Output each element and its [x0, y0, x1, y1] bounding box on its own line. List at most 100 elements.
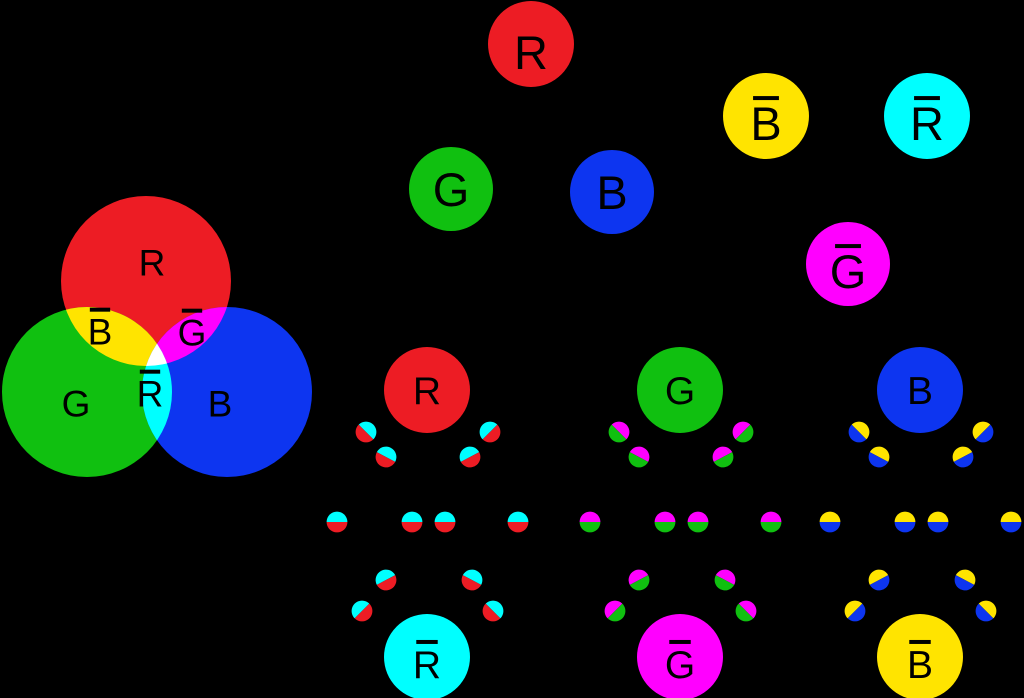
charge-anti-G: G [806, 222, 890, 306]
gluon-field-circle [604, 600, 626, 622]
venn-label-anti-B-overbar [89, 307, 111, 312]
field-color-half [848, 424, 867, 443]
field-anticolor-half [715, 569, 736, 585]
field-color-half [460, 452, 481, 468]
dipole-anticharge-circle [637, 614, 723, 698]
charge-label: G [433, 163, 470, 216]
venn-label-anti-R-overbar [139, 369, 161, 374]
dipole-anticharge-label: G [665, 644, 695, 687]
gluon-field-circle [482, 600, 504, 622]
gluon-field-circle [954, 569, 976, 591]
charge-R: R [488, 1, 574, 87]
field-color-half [482, 603, 501, 622]
field-color-half [714, 575, 735, 591]
field-color-half [326, 522, 348, 533]
field-color-half [628, 452, 649, 468]
field-color-half [375, 452, 396, 468]
charge-circle [723, 73, 809, 159]
gluon-field-circle [927, 511, 949, 533]
gluon-field-circle [894, 511, 916, 533]
field-color-half [608, 424, 627, 443]
field-color-half [894, 522, 916, 533]
field-color-half [461, 575, 482, 591]
gluon-field-circle [972, 421, 994, 443]
venn-overlap-RB [142, 307, 231, 366]
field-anticolor-half [401, 511, 423, 522]
charge-label: B [750, 97, 781, 150]
charge-label: R [910, 97, 944, 150]
gluon-field-circle [735, 600, 757, 622]
field-color-half [735, 603, 754, 622]
venn-label-anti-G: G [178, 312, 207, 353]
dipole-charge-label: R [413, 370, 441, 413]
venn-label-B: B [208, 383, 233, 424]
dipole-charge-circle [637, 347, 723, 433]
field-anticolor-half [738, 600, 757, 619]
field-color-half [654, 522, 676, 533]
venn-label-anti-R: R [137, 373, 164, 414]
gluon-field-circle [732, 421, 754, 443]
charge-label: B [596, 166, 627, 219]
venn-label-G: G [62, 383, 91, 424]
field-color-half [869, 575, 890, 591]
gluon-field-circle [355, 421, 377, 443]
venn-label-anti-G-overbar [181, 308, 203, 313]
dipole-anticharge-label-overbar [909, 639, 931, 644]
gluon-field-circle [819, 511, 841, 533]
field-anticolor-half [485, 600, 504, 619]
dipole-anticharge-circle [384, 614, 470, 698]
gluon-field-circle [326, 511, 348, 533]
gluon-field-circle [654, 511, 676, 533]
field-anticolor-half [952, 446, 973, 462]
field-color-half [482, 424, 501, 443]
field-anticolor-half [326, 511, 348, 522]
field-color-half [579, 522, 601, 533]
gluon-field-circle [952, 446, 974, 468]
gluon-field-circle [375, 569, 397, 591]
gluon-field-circle [608, 421, 630, 443]
charge-anti-B: B [723, 73, 809, 159]
dipole-anticharge-circle [877, 614, 963, 698]
field-color-half [847, 603, 866, 622]
field-anticolor-half [358, 421, 377, 440]
field-color-half [434, 522, 456, 533]
charge-anti-R: R [884, 73, 970, 159]
field-anticolor-half [462, 569, 483, 585]
field-color-half [401, 522, 423, 533]
dipole-charge-label: B [907, 370, 933, 413]
gluon-field-circle [479, 421, 501, 443]
gluon-field-circle [351, 600, 373, 622]
field-anticolor-half [760, 511, 782, 522]
gluon-field-circle [975, 600, 997, 622]
dipole-anticharge-label: R [413, 644, 441, 687]
field-anticolor-half [927, 511, 949, 522]
field-color-half [954, 575, 975, 591]
charge-label: G [830, 245, 867, 298]
dipole-charge-label: G [665, 370, 695, 413]
field-anticolor-half [869, 446, 890, 462]
dipole-charge-circle [384, 347, 470, 433]
field-anticolor-half [579, 511, 601, 522]
dipole-charge-circle [877, 347, 963, 433]
field-anticolor-half [611, 421, 630, 440]
gluon-field-circle [628, 569, 650, 591]
field-anticolor-half [375, 569, 396, 585]
charge-G: G [409, 147, 493, 231]
charge-label: R [514, 26, 548, 79]
charge-circle [488, 1, 574, 87]
field-anticolor-half [955, 569, 976, 585]
gluon-field-circle [714, 569, 736, 591]
gluon-field-circle [1000, 511, 1022, 533]
field-color-half [607, 603, 626, 622]
gluon-field-circle [434, 511, 456, 533]
gluon-field-circle [459, 446, 481, 468]
field-anticolor-half [712, 446, 733, 462]
field-anticolor-half [894, 511, 916, 522]
dipole-G: GG [579, 347, 782, 698]
gluon-field-circle [461, 569, 483, 591]
field-anticolor-half [687, 511, 709, 522]
gluon-field-circle [844, 600, 866, 622]
